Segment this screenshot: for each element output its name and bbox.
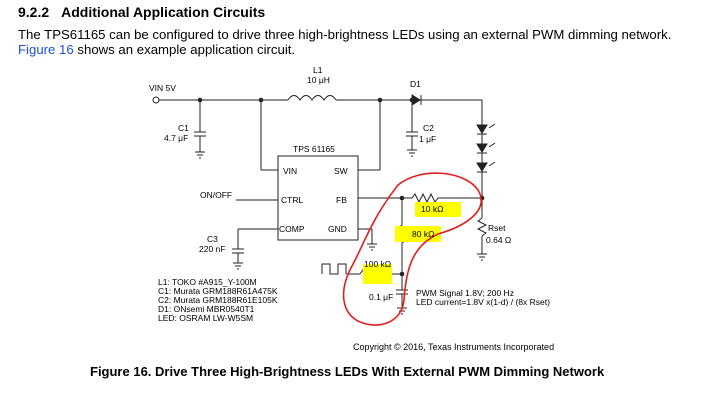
pwm-note-line1: PWM Signal 1.8V; 200 Hz [416,288,514,298]
copyright-notice: Copyright © 2016, Texas Instruments Inco… [353,342,555,352]
junction-dot [399,195,405,201]
resistor-10k [402,192,482,204]
red-annotation-circle [342,172,482,326]
resistor-rset [476,217,488,237]
rset-value: 0.64 Ω [486,235,511,245]
c3-value: 220 nF [199,244,225,254]
paragraph-text-after: shows an example application circuit. [77,42,296,57]
ic-pin-sw: SW [334,166,348,176]
led-1 [476,124,488,134]
rset-name: Rset [488,223,506,233]
c2-name: C2 [423,123,434,133]
c2-value: 1 μF [419,134,436,144]
ic-pin-vin: VIN [283,166,297,176]
section-heading: 9.2.2 Additional Application Circuits [18,4,265,20]
l1-name: L1 [313,65,323,75]
led-3 [476,162,488,172]
figure-caption: Figure 16. Drive Three High-Brightness L… [90,364,605,379]
ic-pin-ctrl: CTRL [281,195,303,205]
l1-value: 10 μH [307,75,330,85]
ic-pin-comp: COMP [279,224,305,234]
pwm-signal-symbol [321,263,347,275]
bom-line: C1: Murata GRM188R61A475K [158,286,278,296]
figure-16-link[interactable]: Figure 16 [18,42,74,57]
ic-name: TPS 61165 [293,144,335,154]
inductor-l1 [287,95,337,101]
onoff-label: ON/OFF [200,190,232,200]
highlight-10k [415,202,461,217]
r-100k-value: 100 kΩ [364,259,391,269]
led-2 [476,143,488,153]
c1-name: C1 [178,123,189,133]
section-title: Additional Application Circuits [61,4,266,20]
junction-dot [377,97,383,103]
junction-dot [399,271,405,277]
ic-pin-fb: FB [336,195,347,205]
d1-name: D1 [410,79,421,89]
c3-name: C3 [207,234,218,244]
bom-line: C2: Murata GRM188R61E105K [158,295,278,305]
bom-line: L1: TOKO #A915_Y-100M [158,277,257,287]
c1-value: 4.7 μF [164,133,188,143]
junction-dot [258,97,264,103]
bom-line: D1: ONsemi MBR0540T1 [158,304,255,314]
cap-01-value: 0.1 μF [369,292,393,302]
intro-paragraph: The TPS61165 can be configured to drive … [18,27,708,57]
junction-dot [197,97,203,103]
highlight-100k [363,264,392,284]
led-emission-arrow [488,142,496,148]
r-10k-value: 10 kΩ [421,204,443,214]
paragraph-text-before: The TPS61165 can be configured to drive … [18,27,672,42]
section-number: 9.2.2 [18,4,50,20]
pwm-note-line2: LED current=1.8V x(1-d) / (8x Rset) [416,297,550,307]
vin-terminal [152,96,160,104]
led-emission-arrow [488,123,496,129]
led-emission-arrow [488,161,496,167]
vin-label: VIN 5V [149,83,176,93]
r-80k-value: 80 kΩ [412,229,434,239]
ic-pin-gnd: GND [328,224,347,234]
junction-dot [409,97,415,103]
bom-line: LED: OSRAM LW-W5SM [158,313,253,323]
